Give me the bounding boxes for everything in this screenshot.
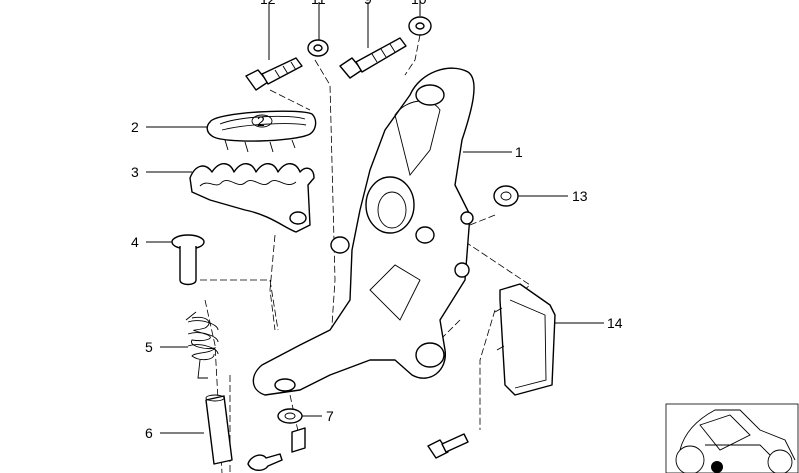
- callout-4: 4: [131, 234, 139, 250]
- callout-11: 11: [311, 0, 326, 7]
- location-marker-icon: [711, 461, 723, 473]
- part-7-washer: [277, 408, 306, 453]
- callout-12: 12: [260, 0, 276, 7]
- callout-labels: 12 11 9 10 1 2 3 13 4 5 14 7 6: [131, 0, 623, 441]
- callout-5: 5: [145, 339, 153, 355]
- part-1-bracket: [252, 67, 475, 396]
- part-12-bolt: [245, 57, 303, 91]
- part-6-pin: [205, 394, 233, 465]
- callout-14: 14: [607, 315, 623, 331]
- part-10-nut: [408, 16, 432, 36]
- callout-1: 1: [515, 144, 523, 160]
- part-5-spring: [185, 311, 219, 379]
- cotter-pin: [247, 453, 283, 471]
- callout-3: 3: [131, 164, 139, 180]
- callout-6: 6: [145, 425, 153, 441]
- part-9-bolt: [339, 37, 407, 79]
- callout-7: 7: [326, 408, 334, 424]
- part-13-bushing: [493, 185, 519, 207]
- callout-13: 13: [572, 188, 588, 204]
- pedal-number-label: 2: [257, 113, 265, 129]
- part-2-pedal-rubber: 2: [206, 110, 317, 153]
- motorcycle-thumbnail: [665, 403, 799, 473]
- part-4-pin: [171, 234, 205, 286]
- callout-9: 9: [364, 0, 372, 7]
- lower-bolt: [427, 433, 469, 459]
- callout-2: 2: [131, 119, 139, 135]
- callout-10: 10: [411, 0, 427, 7]
- part-3-footrest: [189, 163, 315, 233]
- part-11-washer: [307, 39, 329, 57]
- leader-lines: [146, 0, 604, 434]
- part-14-reflector: [494, 283, 556, 396]
